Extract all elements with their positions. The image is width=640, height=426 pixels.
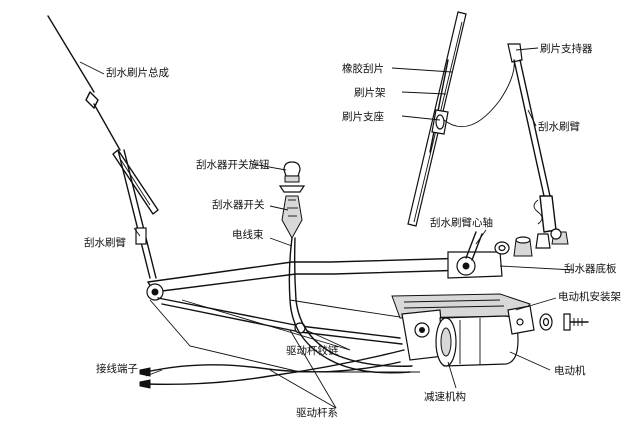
label-reduction-mechanism: 减速机构 — [424, 390, 466, 403]
left-wiper-blade — [47, 15, 159, 215]
label-blade-support-seat: 刷片支座 — [342, 110, 384, 123]
right-wiper-arm — [507, 43, 562, 240]
label-terminal: 接线端子 — [96, 362, 138, 375]
leader-lines — [79, 47, 575, 409]
label-blade-frame: 刷片架 — [354, 86, 386, 99]
drive-rods — [149, 297, 421, 373]
label-wiper-arm-left: 刮水刷臂 — [84, 236, 126, 249]
label-wiper-arm-right: 刮水刷臂 — [538, 120, 580, 133]
label-drive-rod-hinge: 驱动杆铰链 — [286, 344, 339, 357]
label-rubber-blade: 橡胶刮片 — [342, 62, 384, 75]
label-arm-pivot-shaft: 刮水刷臂心轴 — [430, 216, 493, 229]
label-motor-bracket: 电动机安装架 — [558, 290, 621, 303]
label-motor: 电动机 — [554, 364, 586, 377]
label-wire-harness: 电线束 — [232, 228, 264, 241]
label-wiper-switch: 刮水器开关 — [212, 198, 265, 211]
label-drive-linkage: 驱动杆系 — [296, 406, 338, 419]
label-blade-holder: 刷片支持器 — [540, 42, 593, 55]
right-wiper-blade — [407, 11, 515, 227]
label-wiper-assembly: 刮水刷片总成 — [106, 66, 169, 79]
wiper-switch-assembly — [278, 161, 413, 374]
main-linkage — [146, 231, 503, 301]
label-wiper-base-plate: 刮水器底板 — [564, 262, 617, 275]
label-switch-knob: 刮水器开关旋钮 — [196, 158, 270, 171]
left-wiper-arm — [117, 149, 157, 279]
terminal-wires — [139, 349, 405, 389]
motor-assembly — [391, 293, 589, 367]
